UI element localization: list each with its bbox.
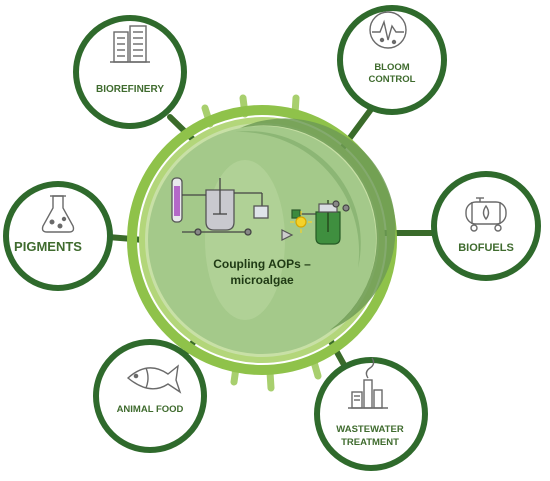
node-label-animal-food: ANIMAL FOOD: [117, 404, 184, 415]
crescent-highlight: [205, 160, 285, 320]
crescent-shadow-dark: [240, 118, 396, 331]
node-bloom-control: BLOOM CONTROL: [337, 5, 447, 115]
node-wastewater-treatment: WASTEWATER TREATMENT: [314, 357, 428, 471]
node-label-biofuels: BIOFUELS: [458, 242, 514, 254]
aop-reactor-schematic: [171, 177, 269, 236]
center-title-line2: microalgae: [230, 273, 294, 287]
central-hub: Coupling AOPs – microalgae: [127, 105, 397, 375]
center-title-line1: Coupling AOPs –: [213, 257, 311, 271]
building-icon: [110, 25, 150, 63]
node-pigments: PIGMENTS: [3, 181, 113, 291]
crescent-shadow-mid: [235, 131, 361, 268]
node-label-wastewater-1: WASTEWATER: [336, 424, 404, 435]
node-label-bloom-1: BLOOM: [374, 62, 409, 73]
fish-icon: [126, 364, 182, 394]
node-label-bloom-2: CONTROL: [369, 74, 416, 85]
fuel-tank-icon: [465, 197, 507, 232]
factory-icon: [348, 357, 388, 409]
flask-icon: [41, 195, 75, 233]
algae-bloom-icon: [369, 11, 407, 49]
node-label-biorefinery: BIOREFINERY: [96, 84, 164, 95]
node-animal-food: ANIMAL FOOD: [93, 339, 207, 453]
node-label-pigments: PIGMENTS: [14, 239, 82, 254]
photobioreactor-schematic: [281, 200, 350, 245]
node-label-wastewater-2: TREATMENT: [341, 437, 399, 448]
node-biorefinery: BIOREFINERY: [73, 15, 187, 129]
node-biofuels: BIOFUELS: [431, 171, 541, 281]
